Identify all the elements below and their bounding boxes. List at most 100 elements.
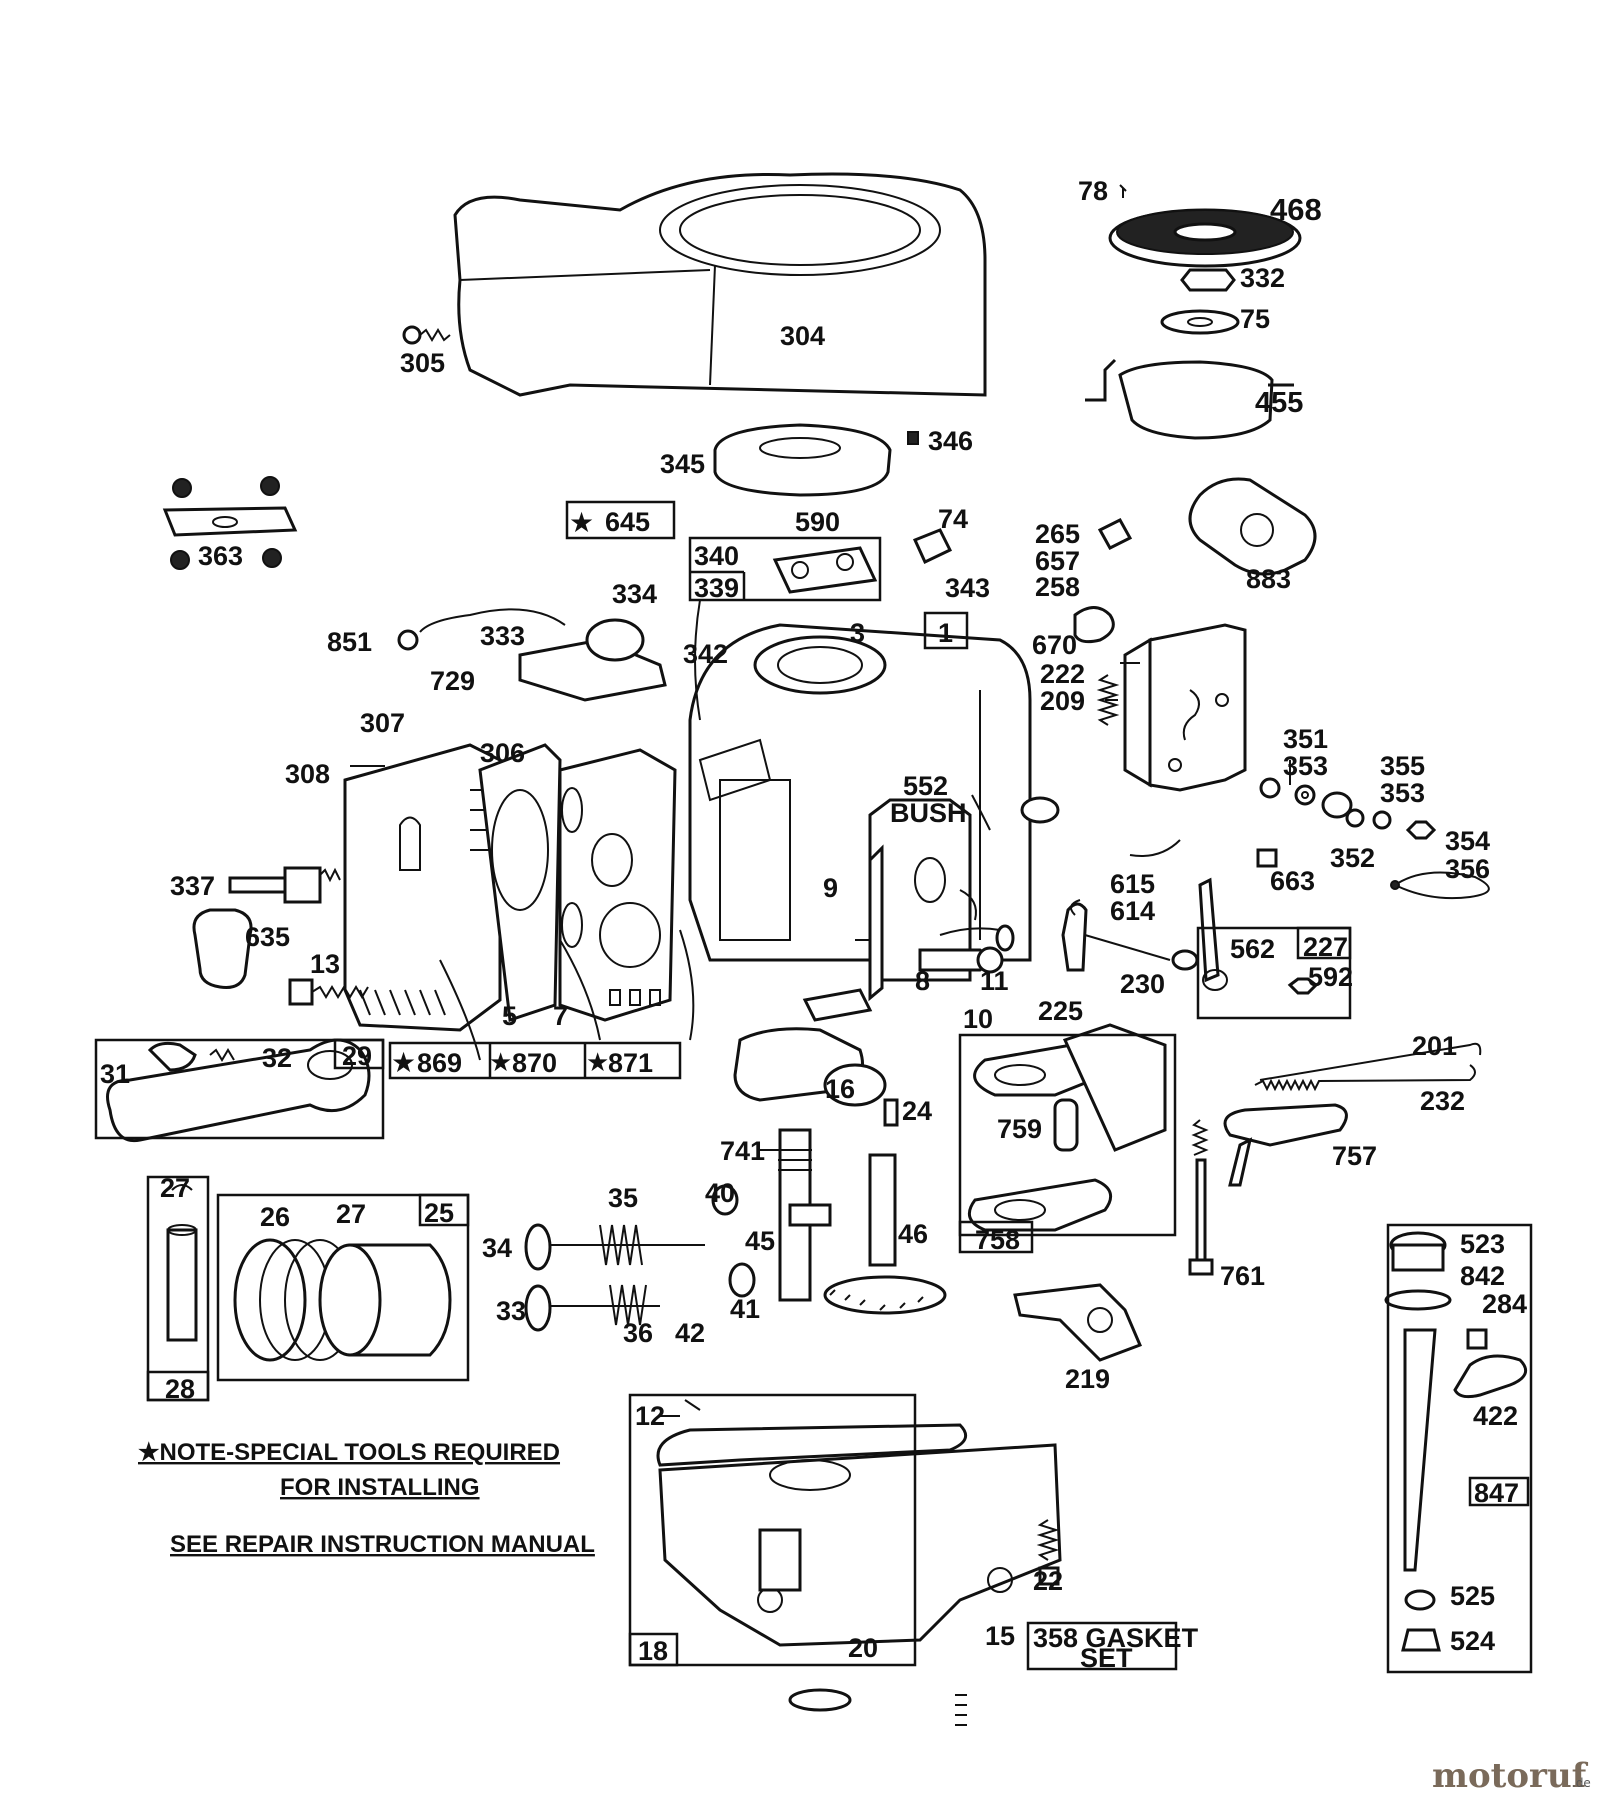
label-337: 337	[170, 871, 215, 901]
label-set: SET	[1080, 1643, 1133, 1673]
label-22: 22	[1033, 1566, 1063, 1596]
label-33: 33	[496, 1296, 526, 1326]
label-761: 761	[1220, 1261, 1265, 1291]
governor-bracket-drawing	[772, 528, 953, 594]
label-31: 31	[100, 1059, 130, 1089]
label-455: 455	[1255, 387, 1303, 419]
watermark-suffix: .de	[1572, 1776, 1591, 1790]
camshaft-drawing	[788, 1153, 947, 1315]
label-305: 305	[400, 348, 445, 378]
starter-cup-drawing	[1085, 184, 1317, 576]
label-74: 74	[938, 504, 968, 534]
label-5: 5	[502, 1001, 517, 1031]
label-333: 333	[480, 621, 525, 651]
label-663: 663	[1270, 866, 1315, 896]
label-870: 870	[512, 1048, 557, 1078]
label-346: 346	[928, 426, 973, 456]
piston-drawing	[233, 1238, 452, 1362]
control-bracket-drawing	[1073, 518, 1247, 792]
label-46: 46	[898, 1219, 928, 1249]
bolt-13-drawing	[288, 978, 369, 1006]
label-307: 307	[360, 708, 405, 738]
label-552: 552	[903, 771, 948, 801]
label-29: 29	[342, 1041, 372, 1071]
watermark-logo: motoruf .de	[1432, 1756, 1591, 1796]
part-labels: 304 305 78 468 332 75 455 345 346 363 64…	[100, 176, 1527, 1673]
label-219: 219	[1065, 1364, 1110, 1394]
label-42: 42	[675, 1318, 705, 1348]
svg-text:★: ★	[569, 507, 594, 538]
label-851: 851	[327, 627, 372, 657]
label-209: 209	[1040, 686, 1085, 716]
label-41: 41	[730, 1294, 760, 1324]
label-284: 284	[1482, 1289, 1527, 1319]
label-363: 363	[198, 541, 243, 571]
cylinder-head-drawing	[343, 743, 677, 1032]
label-847: 847	[1474, 1478, 1519, 1508]
note-see-manual: SEE REPAIR INSTRUCTION MANUAL	[170, 1531, 595, 1558]
label-11: 11	[980, 966, 1009, 996]
label-9: 9	[823, 873, 838, 903]
label-32: 32	[262, 1043, 292, 1073]
label-352: 352	[1330, 843, 1375, 873]
label-201: 201	[1412, 1031, 1457, 1061]
label-45: 45	[745, 1226, 775, 1256]
label-10: 10	[963, 1004, 993, 1034]
label-222: 222	[1040, 659, 1085, 689]
label-883: 883	[1246, 564, 1291, 594]
label-842: 842	[1460, 1261, 1505, 1291]
installation-notes: ★NOTE-SPECIAL TOOLS REQUIRED FOR INSTALL…	[138, 1439, 595, 1558]
note-special-tools: ★NOTE-SPECIAL TOOLS REQUIRED	[138, 1439, 560, 1466]
label-34: 34	[482, 1233, 512, 1263]
label-635: 635	[245, 922, 290, 952]
star-marks: ★ ★ ★ ★	[391, 507, 609, 1078]
cylinder-block-drawing	[688, 623, 1060, 982]
connecting-rod-drawing	[106, 1038, 371, 1143]
label-332: 332	[1240, 263, 1285, 293]
sump-drawing	[656, 1423, 1062, 1726]
label-306: 306	[480, 738, 525, 768]
label-265: 265	[1035, 519, 1080, 549]
label-353b: 353	[1380, 778, 1425, 808]
label-35: 35	[608, 1183, 638, 1213]
bracket-219-drawing	[1013, 1283, 1142, 1362]
label-230: 230	[1120, 969, 1165, 999]
wrist-pin-drawing	[166, 1184, 198, 1342]
label-232: 232	[1420, 1086, 1465, 1116]
label-869: 869	[417, 1048, 462, 1078]
svg-text:★: ★	[391, 1047, 416, 1078]
label-15: 15	[985, 1621, 1015, 1651]
label-40: 40	[705, 1178, 735, 1208]
group-boxes	[94, 500, 1533, 1674]
label-354: 354	[1445, 826, 1490, 856]
label-356: 356	[1445, 854, 1490, 884]
label-16: 16	[825, 1074, 855, 1104]
label-334: 334	[612, 579, 657, 609]
label-657: 657	[1035, 546, 1080, 576]
label-670: 670	[1032, 630, 1077, 660]
breather-drawing	[868, 844, 1015, 1002]
lever-757-drawing	[1223, 1103, 1348, 1187]
valves-drawing	[524, 1184, 756, 1332]
springs-201-232-drawing	[1254, 1042, 1482, 1092]
spark-plug-drawing	[228, 866, 341, 904]
label-27b: 27	[336, 1199, 366, 1229]
label-7: 7	[553, 1001, 568, 1031]
label-759: 759	[997, 1114, 1042, 1144]
label-342: 342	[683, 639, 728, 669]
label-12: 12	[635, 1401, 665, 1431]
label-741: 741	[720, 1136, 765, 1166]
label-353a: 353	[1283, 751, 1328, 781]
plate-345-drawing	[713, 423, 919, 497]
label-468: 468	[1270, 192, 1322, 227]
ignition-coil-drawing	[397, 608, 667, 702]
label-24: 24	[902, 1096, 932, 1126]
label-bush: BUSH	[890, 798, 967, 828]
label-13: 13	[310, 949, 340, 979]
label-592: 592	[1308, 962, 1353, 992]
label-614: 614	[1110, 896, 1155, 926]
label-757: 757	[1332, 1141, 1377, 1171]
label-422: 422	[1473, 1401, 1518, 1431]
label-3: 3	[850, 618, 865, 648]
